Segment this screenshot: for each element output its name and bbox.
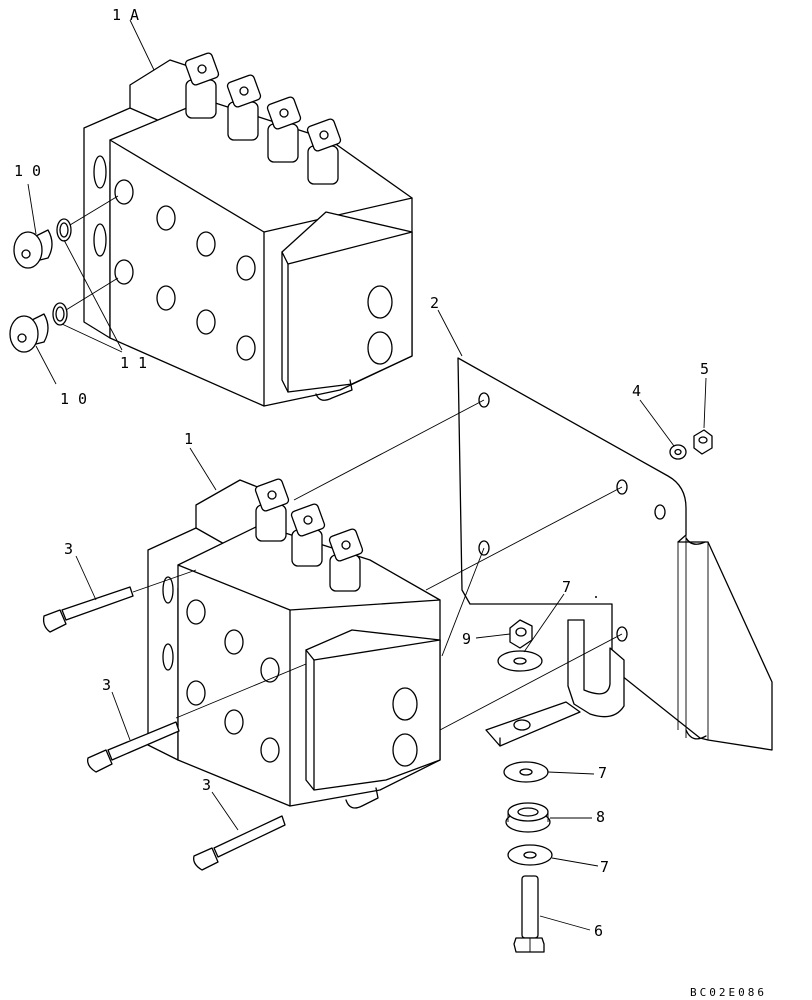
o-ring-11-upper bbox=[56, 218, 72, 242]
callout-8: 8 bbox=[596, 808, 605, 826]
nut-9 bbox=[509, 619, 533, 649]
callout-7-bottom: 7 bbox=[600, 858, 609, 876]
callout-10-upper: 1 0 bbox=[14, 162, 41, 180]
bolt-3-middle bbox=[87, 721, 180, 773]
spool-cap bbox=[254, 478, 290, 542]
callout-1a: 1 A bbox=[112, 6, 139, 24]
callout-3-lower: 3 bbox=[202, 776, 211, 794]
spool-cap bbox=[290, 503, 326, 567]
callout-7-top: 7 bbox=[562, 578, 571, 596]
callout-9: 9 bbox=[462, 630, 471, 648]
callout-1: 1 bbox=[184, 430, 193, 448]
o-ring-11-lower bbox=[52, 302, 68, 326]
spool-cap bbox=[226, 74, 262, 141]
callout-7-middle: 7 bbox=[598, 764, 607, 782]
washer-7-top bbox=[497, 650, 543, 672]
callout-10-lower: 1 0 bbox=[60, 390, 87, 408]
isolator-8 bbox=[505, 802, 551, 833]
spool-cap bbox=[184, 52, 220, 119]
callout-3-upper: 3 bbox=[64, 540, 73, 558]
callout-4: 4 bbox=[632, 382, 641, 400]
z-bracket-foot bbox=[485, 619, 625, 747]
control-valve-1a bbox=[83, 52, 413, 407]
callout-5: 5 bbox=[700, 360, 709, 378]
bolt-3-lower bbox=[193, 815, 286, 871]
washer-4 bbox=[669, 444, 687, 460]
assembly-lines bbox=[132, 399, 623, 731]
callout-2: 2 bbox=[430, 294, 439, 312]
control-valve-1 bbox=[147, 478, 441, 809]
callout-11: 1 1 bbox=[120, 354, 147, 372]
leader-lines bbox=[27, 19, 707, 931]
plug-10-lower bbox=[9, 313, 49, 353]
bolt-6 bbox=[513, 875, 545, 953]
plug-10-upper bbox=[13, 229, 53, 269]
spool-cap bbox=[266, 96, 302, 163]
washer-7-bottom bbox=[507, 844, 553, 866]
drawing-code: BC02E086 bbox=[690, 986, 767, 999]
nut-5 bbox=[693, 429, 713, 455]
washer-7-middle bbox=[503, 761, 549, 783]
spool-cap bbox=[328, 528, 364, 592]
callout-3-middle: 3 bbox=[102, 676, 111, 694]
callout-6: 6 bbox=[594, 922, 603, 940]
callout-labels: 1 A 1 2 3 3 3 4 5 6 7 7 7 8 9 1 0 1 0 1 … bbox=[14, 6, 767, 999]
bolt-3-upper bbox=[42, 586, 134, 633]
spool-cap bbox=[306, 118, 342, 185]
